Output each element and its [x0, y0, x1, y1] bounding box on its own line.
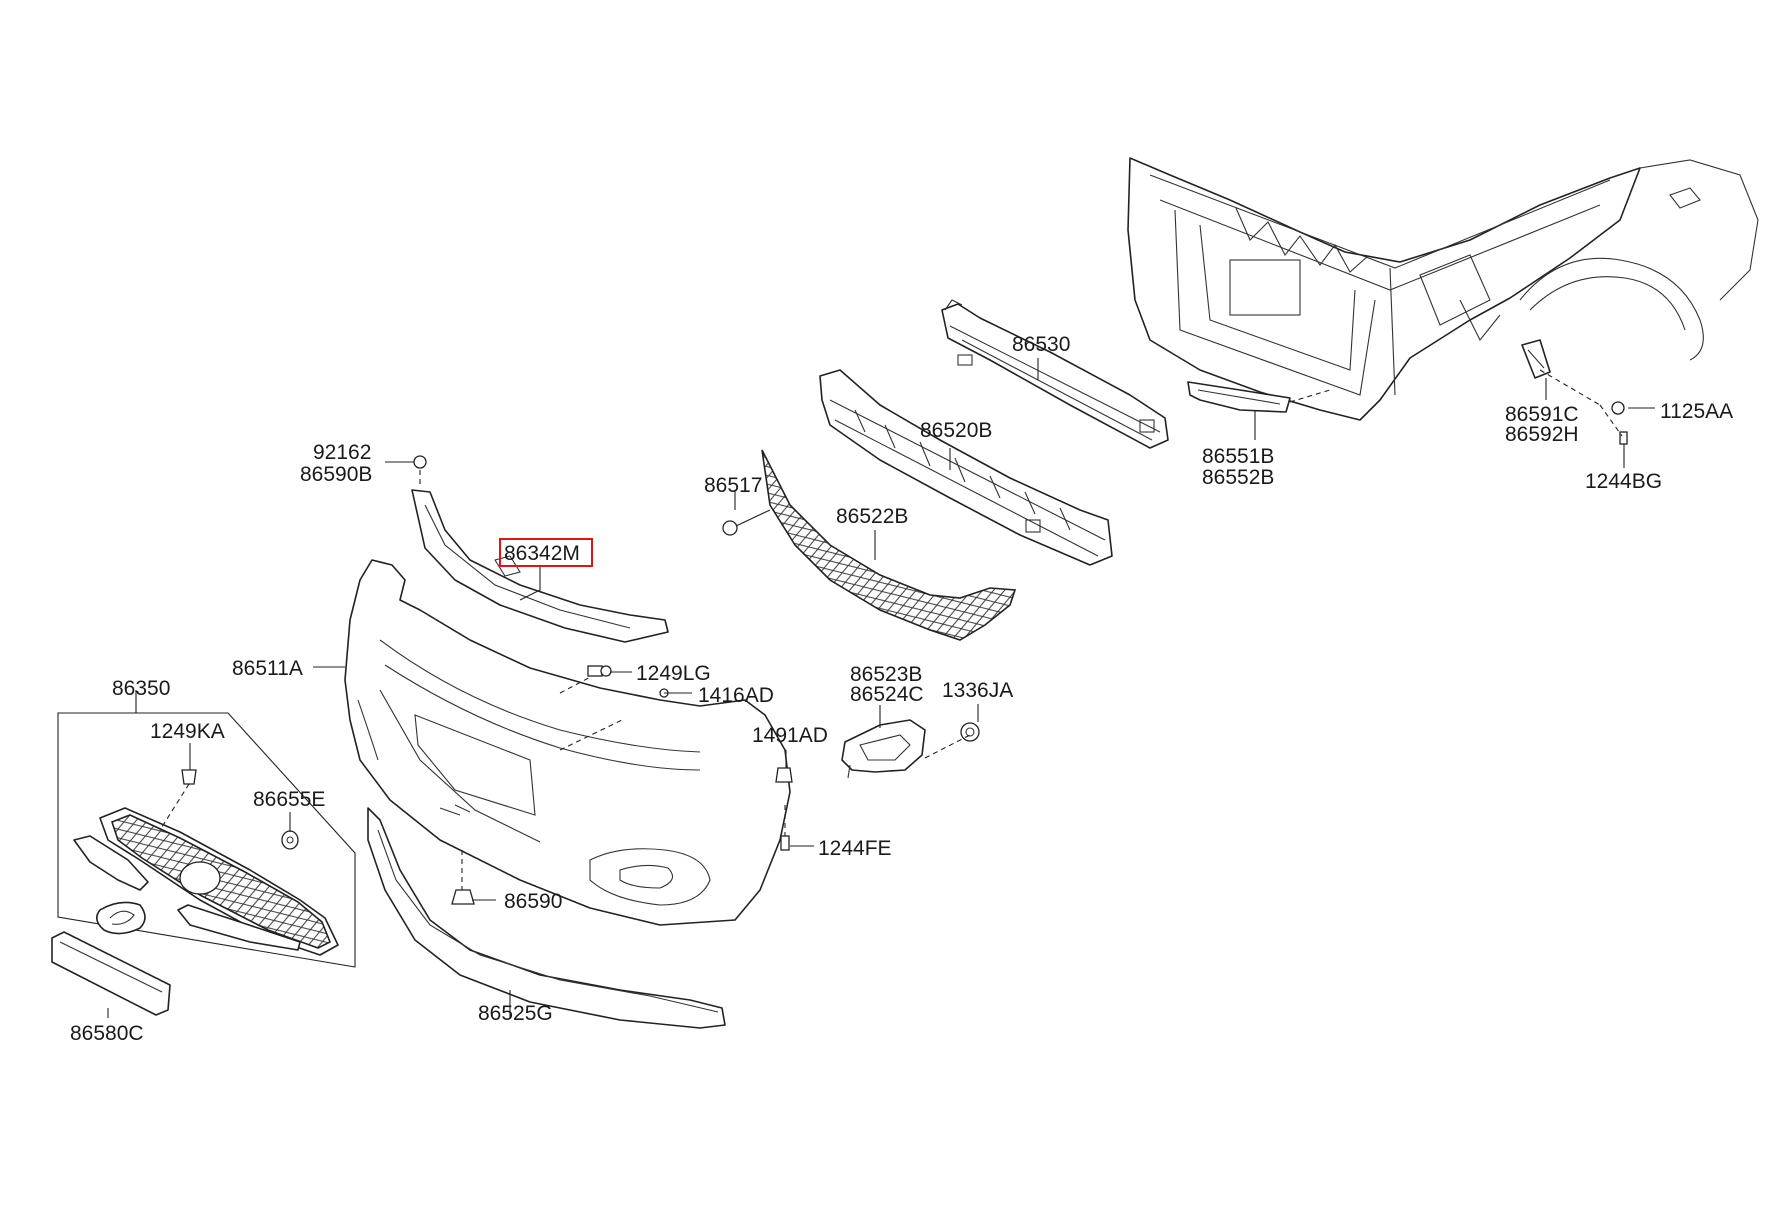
label-86524C[interactable]: 86524C [850, 683, 924, 706]
label-86523B[interactable]: 86523B [850, 663, 922, 686]
fog-lamp-cover [841, 719, 971, 779]
fender-bracket [1521, 339, 1628, 445]
front-bumper-fascia [344, 559, 791, 926]
bumper-side-bracket [1187, 381, 1331, 413]
part-labels: 92162 86590B 86342M 86511A 86350 1249KA … [70, 333, 1733, 1045]
label-1249LG[interactable]: 1249LG [636, 662, 711, 685]
label-86591C[interactable]: 86591C [1505, 403, 1579, 426]
radiator-grille-assembly [51, 690, 356, 1016]
lower-grille [722, 449, 1017, 641]
label-86350[interactable]: 86350 [112, 677, 170, 700]
label-86520B[interactable]: 86520B [920, 419, 992, 442]
label-86580C[interactable]: 86580C [70, 1022, 144, 1045]
lower-lip-spoiler [367, 807, 726, 1029]
label-86517[interactable]: 86517 [704, 474, 762, 497]
label-86525G[interactable]: 86525G [478, 1002, 553, 1025]
label-1244BG[interactable]: 1244BG [1585, 470, 1662, 493]
label-86590[interactable]: 86590 [504, 890, 562, 913]
label-86511A[interactable]: 86511A [232, 657, 303, 680]
bumper-beam [941, 299, 1169, 449]
label-86530[interactable]: 86530 [1012, 333, 1070, 356]
label-86655E[interactable]: 86655E [253, 788, 325, 811]
body-front-structure [1127, 157, 1759, 421]
label-86592H[interactable]: 86592H [1505, 423, 1579, 446]
label-92162[interactable]: 92162 [313, 441, 371, 464]
highlight-box [499, 538, 593, 567]
fasteners [451, 665, 980, 905]
label-1336JA[interactable]: 1336JA [942, 679, 1013, 702]
bumper-absorber [819, 369, 1113, 566]
label-86590B[interactable]: 86590B [300, 463, 372, 486]
leader-lines [107, 358, 1655, 1018]
label-1244FE[interactable]: 1244FE [818, 837, 892, 860]
label-1249KA[interactable]: 1249KA [150, 720, 225, 743]
label-1125AA[interactable]: 1125AA [1660, 400, 1733, 423]
label-86342M[interactable]: 86342M [504, 542, 580, 565]
upper-bumper-cover [411, 455, 669, 643]
label-86552B[interactable]: 86552B [1202, 466, 1274, 489]
label-86551B[interactable]: 86551B [1202, 445, 1274, 468]
label-86522B[interactable]: 86522B [836, 505, 908, 528]
label-1416AD[interactable]: 1416AD [698, 684, 774, 707]
label-1491AD[interactable]: 1491AD [752, 724, 828, 747]
